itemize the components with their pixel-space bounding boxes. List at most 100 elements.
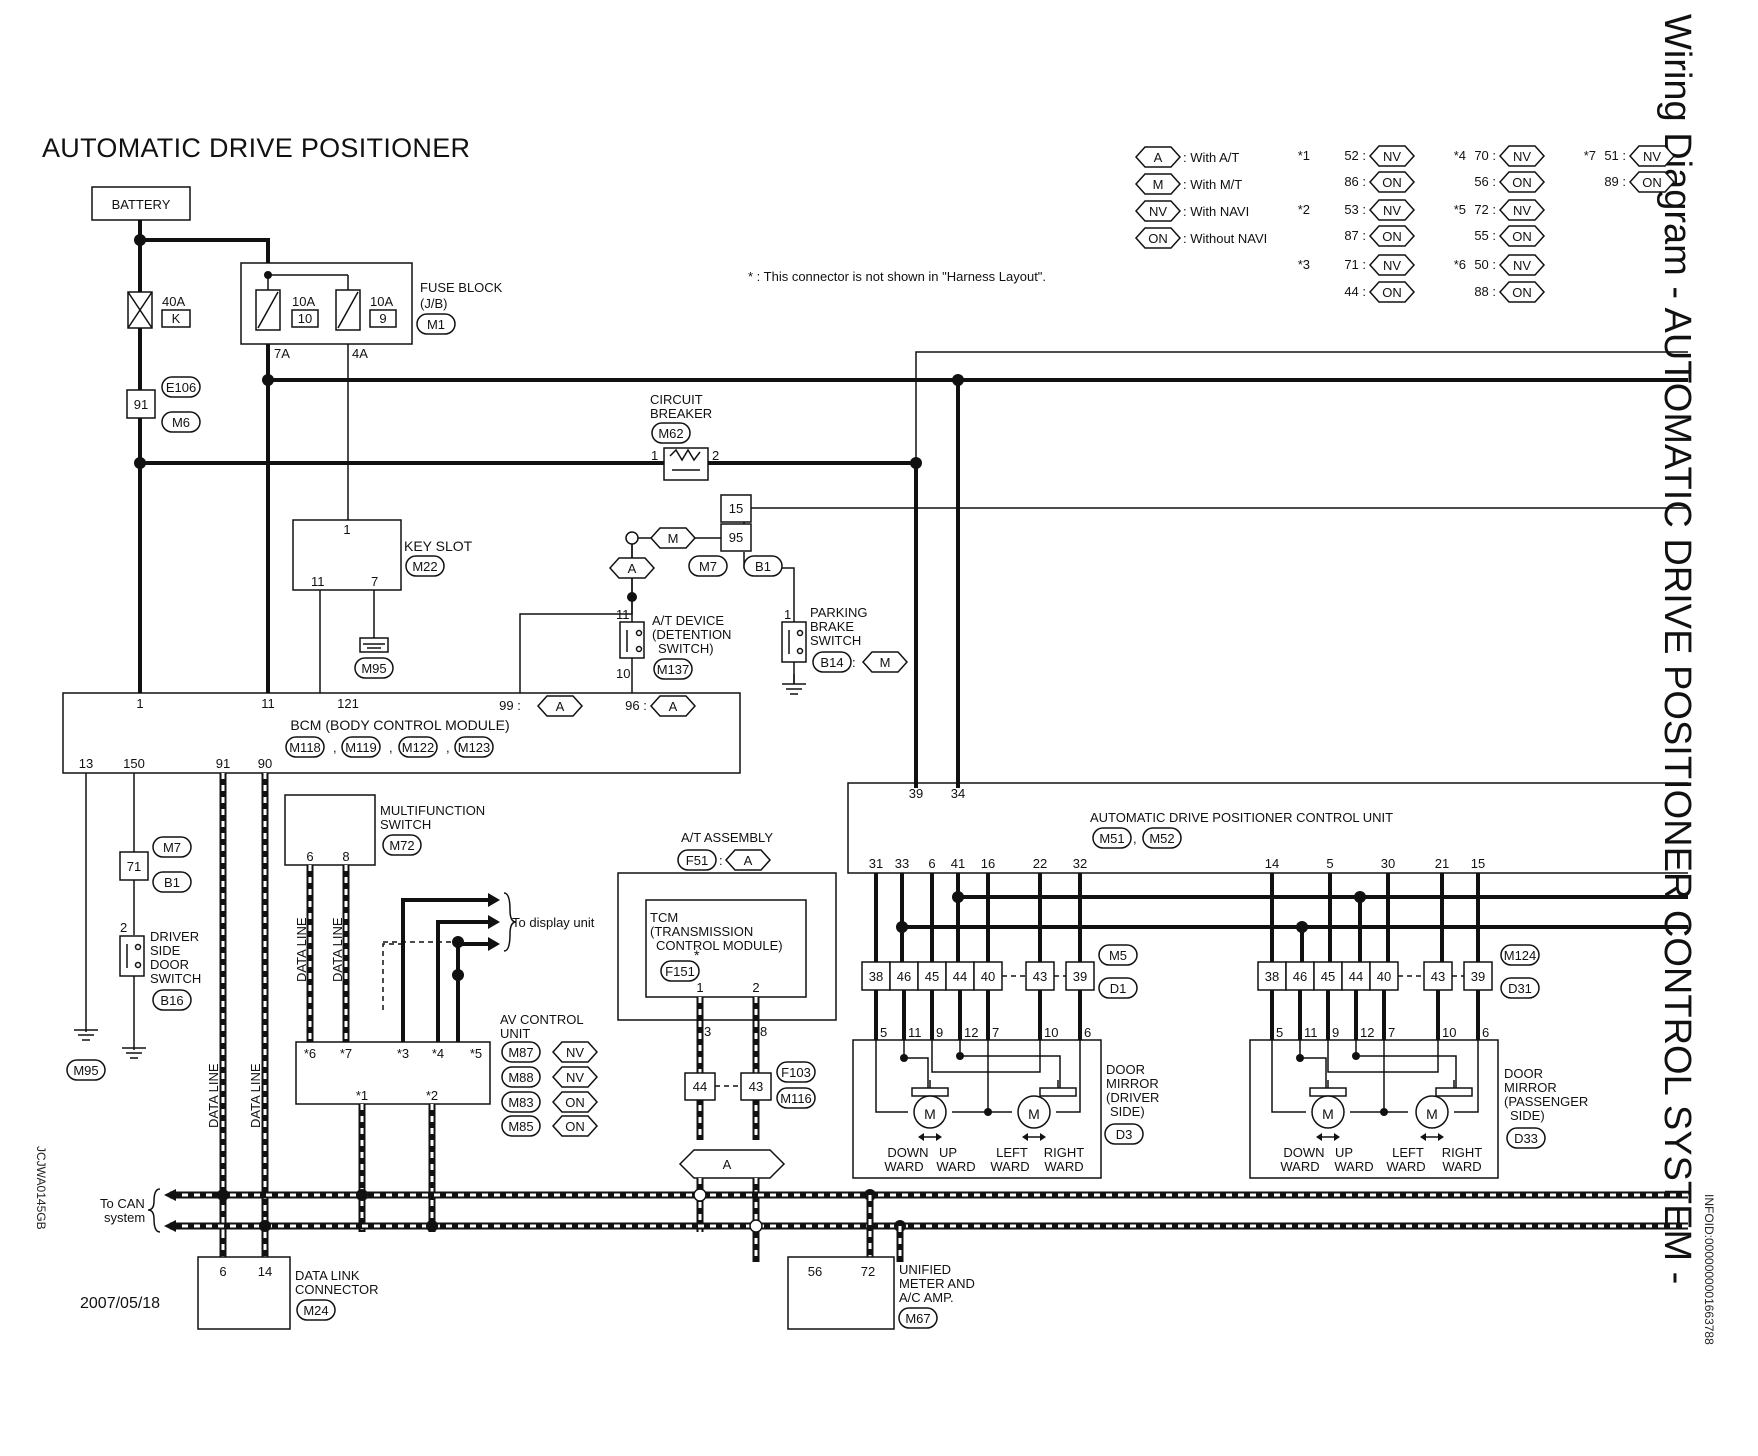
svg-text:89 :: 89 : [1604, 174, 1626, 189]
svg-text:34: 34 [951, 786, 965, 801]
svg-text:40A: 40A [162, 294, 185, 309]
svg-text:M: M [1426, 1106, 1438, 1122]
svg-text:ON: ON [1382, 175, 1402, 190]
svg-text:M95: M95 [73, 1063, 98, 1078]
svg-text:,: , [333, 740, 337, 755]
svg-text:43: 43 [1431, 969, 1445, 984]
svg-text:7: 7 [992, 1025, 999, 1040]
svg-text:11: 11 [1304, 1025, 1318, 1040]
svg-text:WARD: WARD [884, 1159, 923, 1174]
svg-text:SIDE): SIDE) [1510, 1108, 1545, 1123]
svg-text:11: 11 [261, 696, 275, 711]
svg-text:,: , [446, 740, 450, 755]
svg-text:*4: *4 [1454, 148, 1466, 163]
svg-text:99 :: 99 : [499, 698, 521, 713]
page-title: AUTOMATIC DRIVE POSITIONER [42, 133, 471, 163]
svg-text:DOOR: DOOR [1504, 1066, 1543, 1081]
svg-text:M: M [668, 531, 679, 546]
svg-text:3: 3 [704, 1024, 711, 1039]
svg-text:*7: *7 [340, 1046, 352, 1061]
svg-text:*2: *2 [426, 1088, 438, 1103]
svg-text:TCM: TCM [650, 910, 678, 925]
harness-note: * : This connector is not shown in "Harn… [748, 269, 1046, 284]
svg-text:53 :: 53 : [1344, 202, 1366, 217]
svg-text:52 :: 52 : [1344, 148, 1366, 163]
svg-text:38: 38 [1265, 969, 1279, 984]
svg-text:RIGHT: RIGHT [1044, 1145, 1085, 1160]
svg-text:WARD: WARD [990, 1159, 1029, 1174]
svg-text:46: 46 [897, 969, 911, 984]
svg-text:NV: NV [1513, 258, 1531, 273]
svg-text:90: 90 [258, 756, 272, 771]
svg-text:DATA LINE: DATA LINE [206, 1063, 221, 1128]
svg-text:30: 30 [1381, 856, 1395, 871]
svg-text:55 :: 55 : [1474, 228, 1496, 243]
svg-text:11: 11 [311, 574, 325, 589]
svg-text:150: 150 [123, 756, 145, 771]
svg-text:ON: ON [1642, 175, 1662, 190]
svg-text:39: 39 [1471, 969, 1485, 984]
svg-text:56: 56 [808, 1264, 822, 1279]
svg-text:UNIFIED: UNIFIED [899, 1262, 951, 1277]
svg-text:M72: M72 [389, 838, 414, 853]
svg-text:WARD: WARD [1442, 1159, 1481, 1174]
svg-text:1: 1 [651, 448, 658, 463]
svg-text:B1: B1 [755, 559, 771, 574]
svg-text:WARD: WARD [936, 1159, 975, 1174]
svg-text:SIDE: SIDE [150, 943, 181, 958]
svg-text:WARD: WARD [1044, 1159, 1083, 1174]
svg-text:1: 1 [136, 696, 143, 711]
svg-text:10: 10 [616, 666, 630, 681]
legend-item-navi: NV : With NAVI [1135, 200, 1249, 222]
svg-text:*1: *1 [356, 1088, 368, 1103]
adp-control-unit: 39 34 AUTOMATIC DRIVE POSITIONER CONTROL… [847, 782, 1688, 874]
svg-text:51 :: 51 : [1604, 148, 1626, 163]
svg-text:38: 38 [869, 969, 883, 984]
svg-text:*5: *5 [470, 1046, 482, 1061]
svg-text:AUTOMATIC DRIVE POSITIONER CON: AUTOMATIC DRIVE POSITIONER CONTROL UNIT [1090, 810, 1393, 825]
svg-text:M: M [880, 655, 891, 670]
svg-text:14: 14 [258, 1264, 272, 1279]
svg-text:M6: M6 [172, 415, 190, 430]
svg-text:F103: F103 [781, 1065, 811, 1080]
svg-text:*3: *3 [1298, 257, 1310, 272]
svg-text:DOWN: DOWN [1283, 1145, 1324, 1160]
svg-text:PARKING: PARKING [810, 605, 868, 620]
svg-text::: : [719, 853, 723, 868]
svg-text:91: 91 [134, 397, 148, 412]
svg-text:96 :: 96 : [625, 698, 647, 713]
svg-text:M: M [1153, 177, 1164, 192]
svg-text:NV: NV [1513, 149, 1531, 164]
svg-text:DATA LINK: DATA LINK [295, 1268, 360, 1283]
svg-text:MULTIFUNCTION: MULTIFUNCTION [380, 803, 485, 818]
svg-text:M116: M116 [780, 1091, 812, 1106]
svg-text:31: 31 [869, 856, 883, 871]
svg-text:M118: M118 [289, 740, 321, 755]
svg-text:7A: 7A [274, 346, 290, 361]
bcm-data-lines: DATA LINE DATA LINE [206, 773, 269, 1232]
svg-text:4A: 4A [352, 346, 368, 361]
svg-text:NV: NV [1383, 203, 1401, 218]
svg-text:*7: *7 [1584, 148, 1596, 163]
svg-text:CONTROL MODULE): CONTROL MODULE) [656, 938, 783, 953]
svg-text:DATA LINE: DATA LINE [294, 917, 309, 982]
svg-text:50 :: 50 : [1474, 257, 1496, 272]
svg-text:MIRROR: MIRROR [1106, 1076, 1159, 1091]
svg-text:*3: *3 [397, 1046, 409, 1061]
svg-text:9: 9 [1332, 1025, 1339, 1040]
svg-text:*1: *1 [1298, 148, 1310, 163]
svg-text:ON: ON [1512, 175, 1532, 190]
svg-text:*6: *6 [304, 1046, 316, 1061]
svg-text:A: A [556, 699, 565, 714]
bcm-lower-wiring: M95 M7 71 B1 2 DRIVER SIDE DOOR SWITCH B… [66, 773, 201, 1081]
svg-text:NV: NV [1383, 149, 1401, 164]
svg-text:F51: F51 [686, 853, 708, 868]
svg-text:15: 15 [729, 501, 743, 516]
svg-text:72: 72 [861, 1264, 875, 1279]
svg-text:10A: 10A [370, 294, 393, 309]
svg-text:6: 6 [306, 849, 313, 864]
adp-mirror-bus [874, 873, 1688, 962]
svg-text:*2: *2 [1298, 202, 1310, 217]
